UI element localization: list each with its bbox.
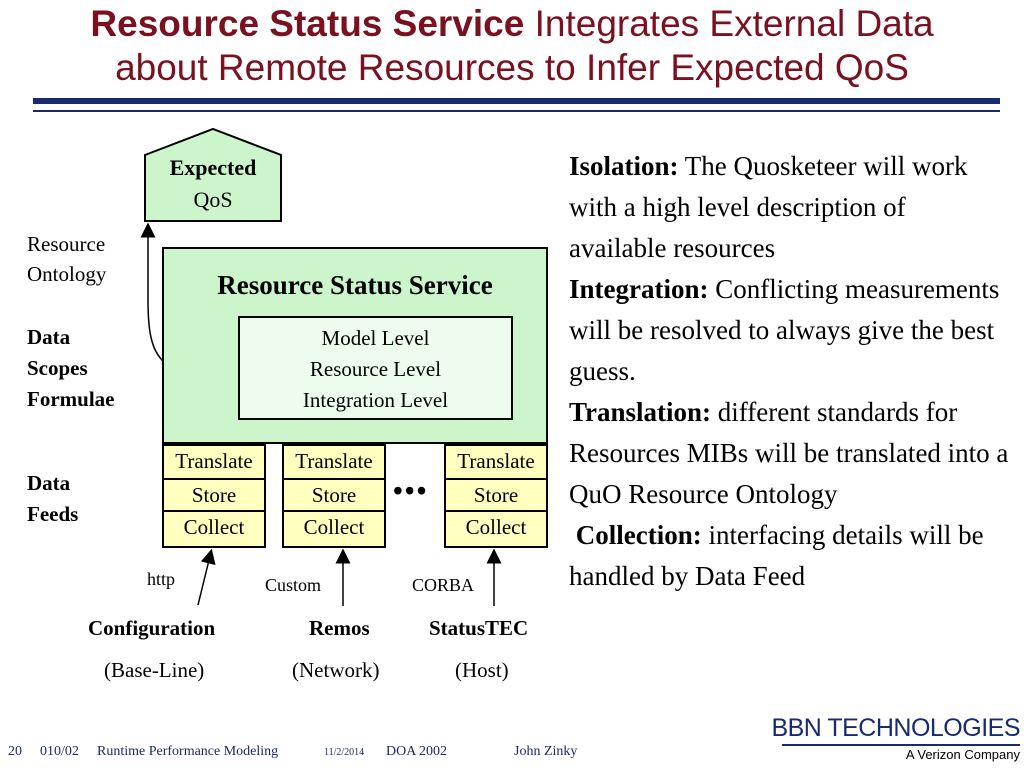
feed2-store: Store [282, 478, 386, 512]
label-data-feeds-2: Feeds [27, 502, 79, 526]
source-configuration-sub: (Base-Line) [104, 658, 205, 682]
collection-label: Collection: [569, 520, 702, 550]
label-scopes: Scopes [27, 356, 88, 380]
slide-title: Resource Status Service Integrates Exter… [0, 2, 1024, 90]
feed3-store: Store [444, 478, 548, 512]
source-statustec-sub: (Host) [455, 658, 509, 682]
feed3-collect: Collect [444, 510, 548, 548]
level-model: Model Level [321, 326, 430, 350]
levels-box: Model Level Resource Level Integration L… [238, 316, 513, 420]
feeds-ellipsis: ••• [393, 476, 429, 507]
protocol-http: http [147, 569, 176, 589]
description-text: Isolation: The Quosketeer will work with… [569, 146, 1009, 597]
isolation-label: Isolation: [569, 151, 679, 181]
feed3-translate: Translate [444, 444, 548, 480]
collection-text: interfacing details will be handled by D… [569, 520, 984, 591]
level-integration: Integration Level [302, 388, 449, 412]
footer-slide-number: 20 [8, 744, 22, 759]
expected-qos-shape [144, 127, 282, 222]
level-resource: Resource Level [309, 357, 442, 381]
expected-qos-line2: QoS [193, 187, 233, 212]
feed1-translate: Translate [162, 444, 266, 480]
title-rest: Integrates External Data [524, 3, 934, 44]
source-configuration: Configuration [88, 616, 216, 640]
title-rule-thick [33, 98, 1000, 104]
label-data-feeds-1: Data [27, 471, 71, 495]
isolation-text: The Quosketeer will work with a high lev… [569, 151, 968, 263]
bbn-logo-sub: A Verizon Company [905, 747, 1020, 762]
footer-author: John Zinky [514, 744, 578, 759]
feed1-collect: Collect [162, 510, 266, 548]
feed2-translate: Translate [282, 444, 386, 480]
integration-text: Conflicting measurements will be resolve… [569, 274, 1000, 386]
source-remos: Remos [309, 616, 370, 640]
integration-label: Integration: [569, 274, 709, 304]
label-ontology: Ontology [27, 262, 107, 286]
protocol-corba: CORBA [412, 575, 475, 595]
bbn-logo-main: BBN TECHNOLOGIES [771, 714, 1020, 742]
source-remos-sub: (Network) [292, 658, 380, 682]
bbn-logo-rule [782, 744, 1020, 746]
footer-date: 11/2/2014 [324, 747, 365, 758]
protocol-custom: Custom [265, 575, 322, 595]
arrow-http [197, 548, 216, 606]
resource-status-service-box: Resource Status Service Model Level Reso… [162, 247, 548, 444]
label-data: Data [27, 325, 71, 349]
source-statustec: StatusTEC [429, 616, 529, 640]
expected-qos-line1: Expected [169, 155, 257, 180]
title-bold: Resource Status Service [90, 3, 525, 44]
footer-venue: DOA 2002 [386, 744, 448, 759]
label-formulae: Formulae [27, 387, 115, 411]
feed2-collect: Collect [282, 510, 386, 548]
bbn-logo: BBN TECHNOLOGIES A Verizon Company [771, 712, 1022, 766]
feed1-store: Store [162, 478, 266, 512]
title-rule-thin [33, 110, 1000, 112]
label-resource: Resource [27, 232, 106, 256]
translation-text: different standards for Resources MIBs w… [569, 397, 1009, 509]
service-title: Resource Status Service [217, 270, 493, 300]
footer-code: 010/02 [40, 744, 79, 759]
footer-talk: Runtime Performance Modeling [97, 744, 279, 759]
translation-label: Translation: [569, 397, 712, 427]
title-line2: about Remote Resources to Infer Expected… [115, 47, 909, 88]
